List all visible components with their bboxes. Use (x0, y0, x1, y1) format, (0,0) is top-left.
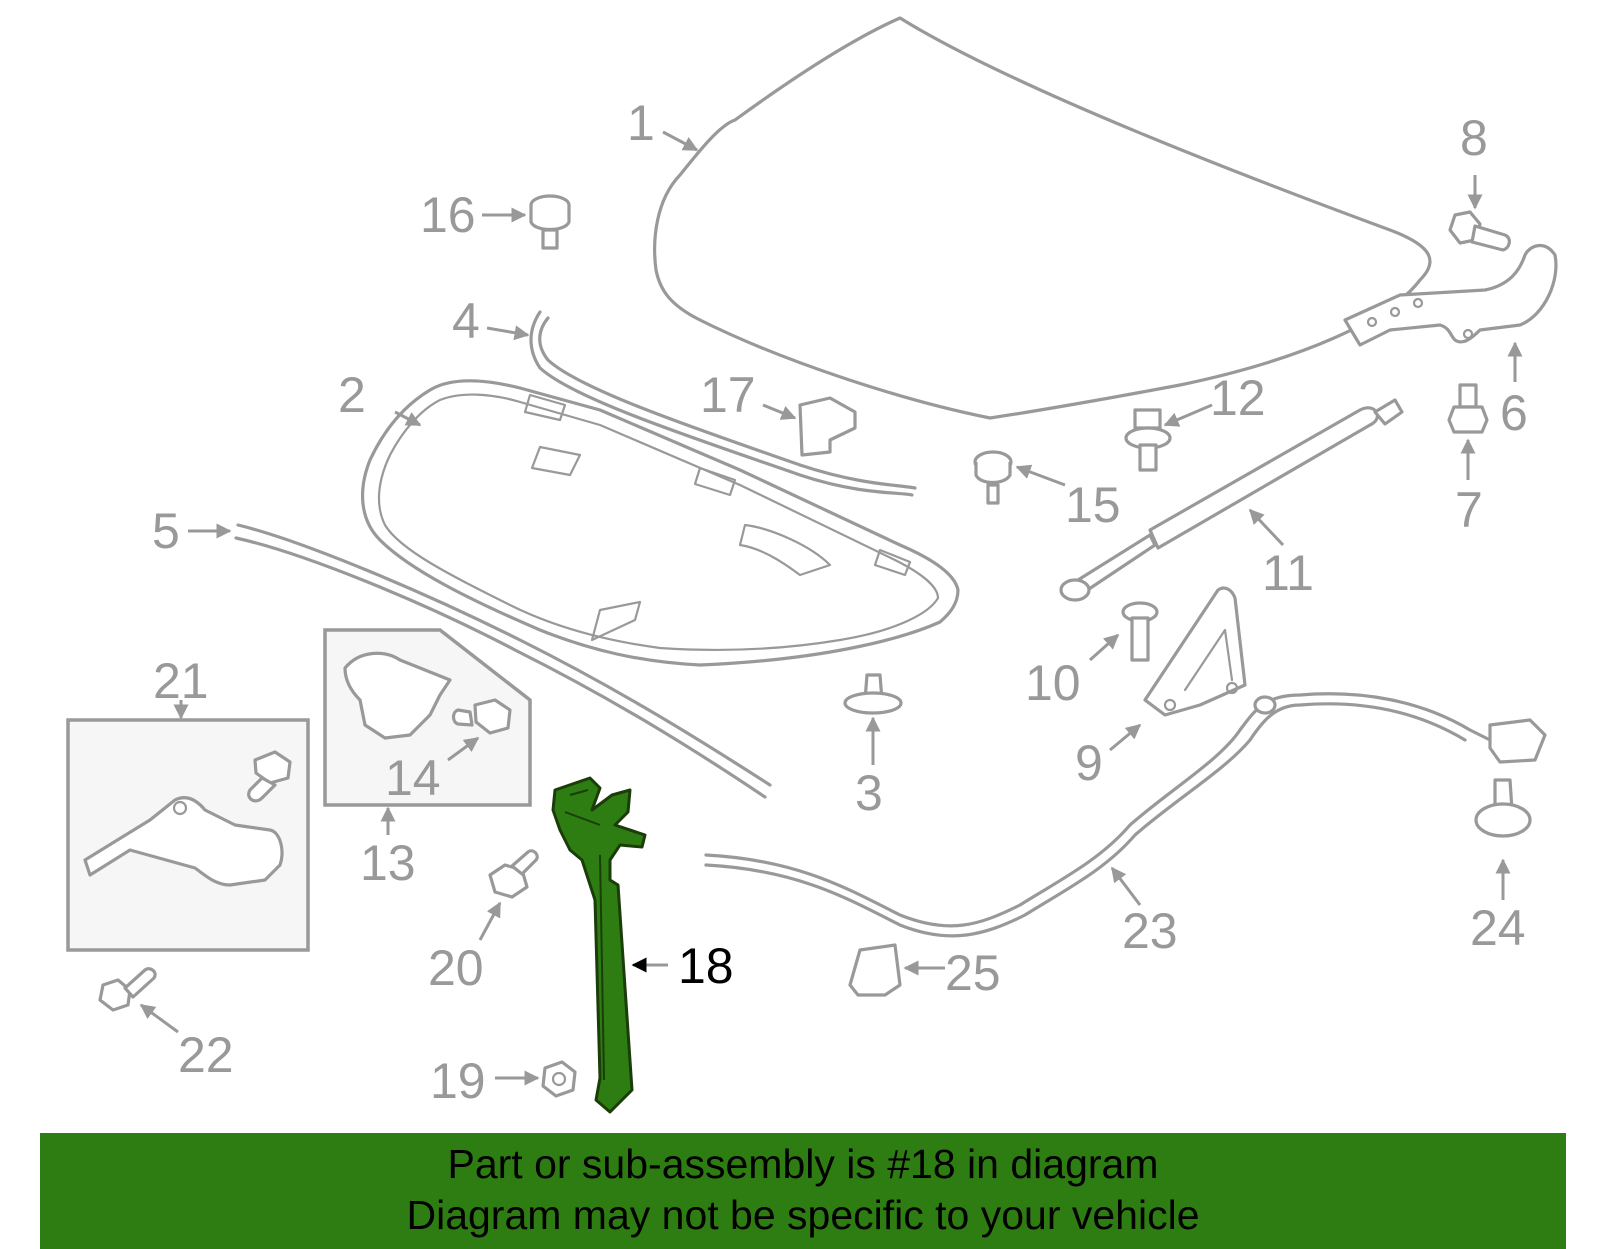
bolt-20[interactable] (488, 849, 539, 899)
hood-support-strut[interactable] (1059, 398, 1404, 602)
callout-18[interactable]: 18 (678, 938, 734, 994)
callout-25[interactable]: 25 (945, 945, 1001, 1001)
hood-weatherstrip[interactable] (529, 310, 917, 497)
hood-panel[interactable] (653, 16, 1432, 420)
info-banner: Part or sub-assembly is #18 in diagram D… (40, 1133, 1566, 1249)
latch-bracket-17[interactable] (798, 396, 857, 457)
leader-arrows (139, 130, 1523, 1086)
callout-8[interactable]: 8 (1460, 110, 1488, 166)
callout-6[interactable]: 6 (1500, 385, 1528, 441)
callout-15[interactable]: 15 (1065, 477, 1121, 533)
callout-labels: 1 2 3 4 5 6 7 8 9 10 11 12 13 14 15 16 1… (152, 95, 1528, 1109)
callout-13[interactable]: 13 (360, 835, 416, 891)
callout-14[interactable]: 14 (385, 750, 441, 806)
banner-line-2: Diagram may not be specific to your vehi… (406, 1192, 1200, 1238)
hinge-bolt[interactable] (1448, 210, 1511, 252)
callout-20[interactable]: 20 (428, 940, 484, 996)
nut-19[interactable] (541, 1060, 577, 1098)
callout-24[interactable]: 24 (1470, 900, 1526, 956)
front-seal-strip[interactable] (234, 523, 772, 799)
callout-5[interactable]: 5 (152, 503, 180, 559)
hood-bumper-15[interactable] (973, 450, 1013, 505)
callout-16[interactable]: 16 (420, 187, 476, 243)
hinge-stud[interactable] (1447, 383, 1489, 434)
callout-12[interactable]: 12 (1210, 370, 1266, 426)
support-bracket-9[interactable] (1143, 586, 1247, 717)
hood-clip-12[interactable] (1124, 408, 1172, 472)
callout-3[interactable]: 3 (855, 765, 883, 821)
callout-21[interactable]: 21 (153, 653, 209, 709)
callout-17[interactable]: 17 (700, 367, 756, 423)
callout-19[interactable]: 19 (430, 1053, 486, 1109)
callout-4[interactable]: 4 (452, 293, 480, 349)
callout-9[interactable]: 9 (1075, 735, 1103, 791)
callout-23[interactable]: 23 (1122, 903, 1178, 959)
cable-clip-24[interactable] (1474, 778, 1532, 838)
cable-holder-25[interactable] (848, 943, 902, 997)
bolt-10[interactable] (1121, 601, 1159, 662)
parts-box-13[interactable] (323, 628, 532, 807)
callout-11[interactable]: 11 (1262, 545, 1314, 601)
hood-bumper-16[interactable] (529, 194, 571, 250)
hood-hinge[interactable] (1343, 244, 1558, 347)
callout-1[interactable]: 1 (627, 95, 655, 151)
banner-line-1: Part or sub-assembly is #18 in diagram (447, 1141, 1159, 1187)
hood-insulator[interactable] (360, 379, 960, 667)
release-cable[interactable] (704, 692, 1547, 938)
push-clip-3[interactable] (843, 673, 903, 715)
bolt-22[interactable] (98, 967, 157, 1012)
callout-10[interactable]: 10 (1025, 655, 1081, 711)
parts-box-21[interactable] (66, 718, 310, 952)
callout-7[interactable]: 7 (1455, 482, 1483, 538)
highlighted-part-18[interactable] (551, 776, 647, 1114)
callout-22[interactable]: 22 (178, 1027, 234, 1083)
callout-2[interactable]: 2 (338, 367, 366, 423)
